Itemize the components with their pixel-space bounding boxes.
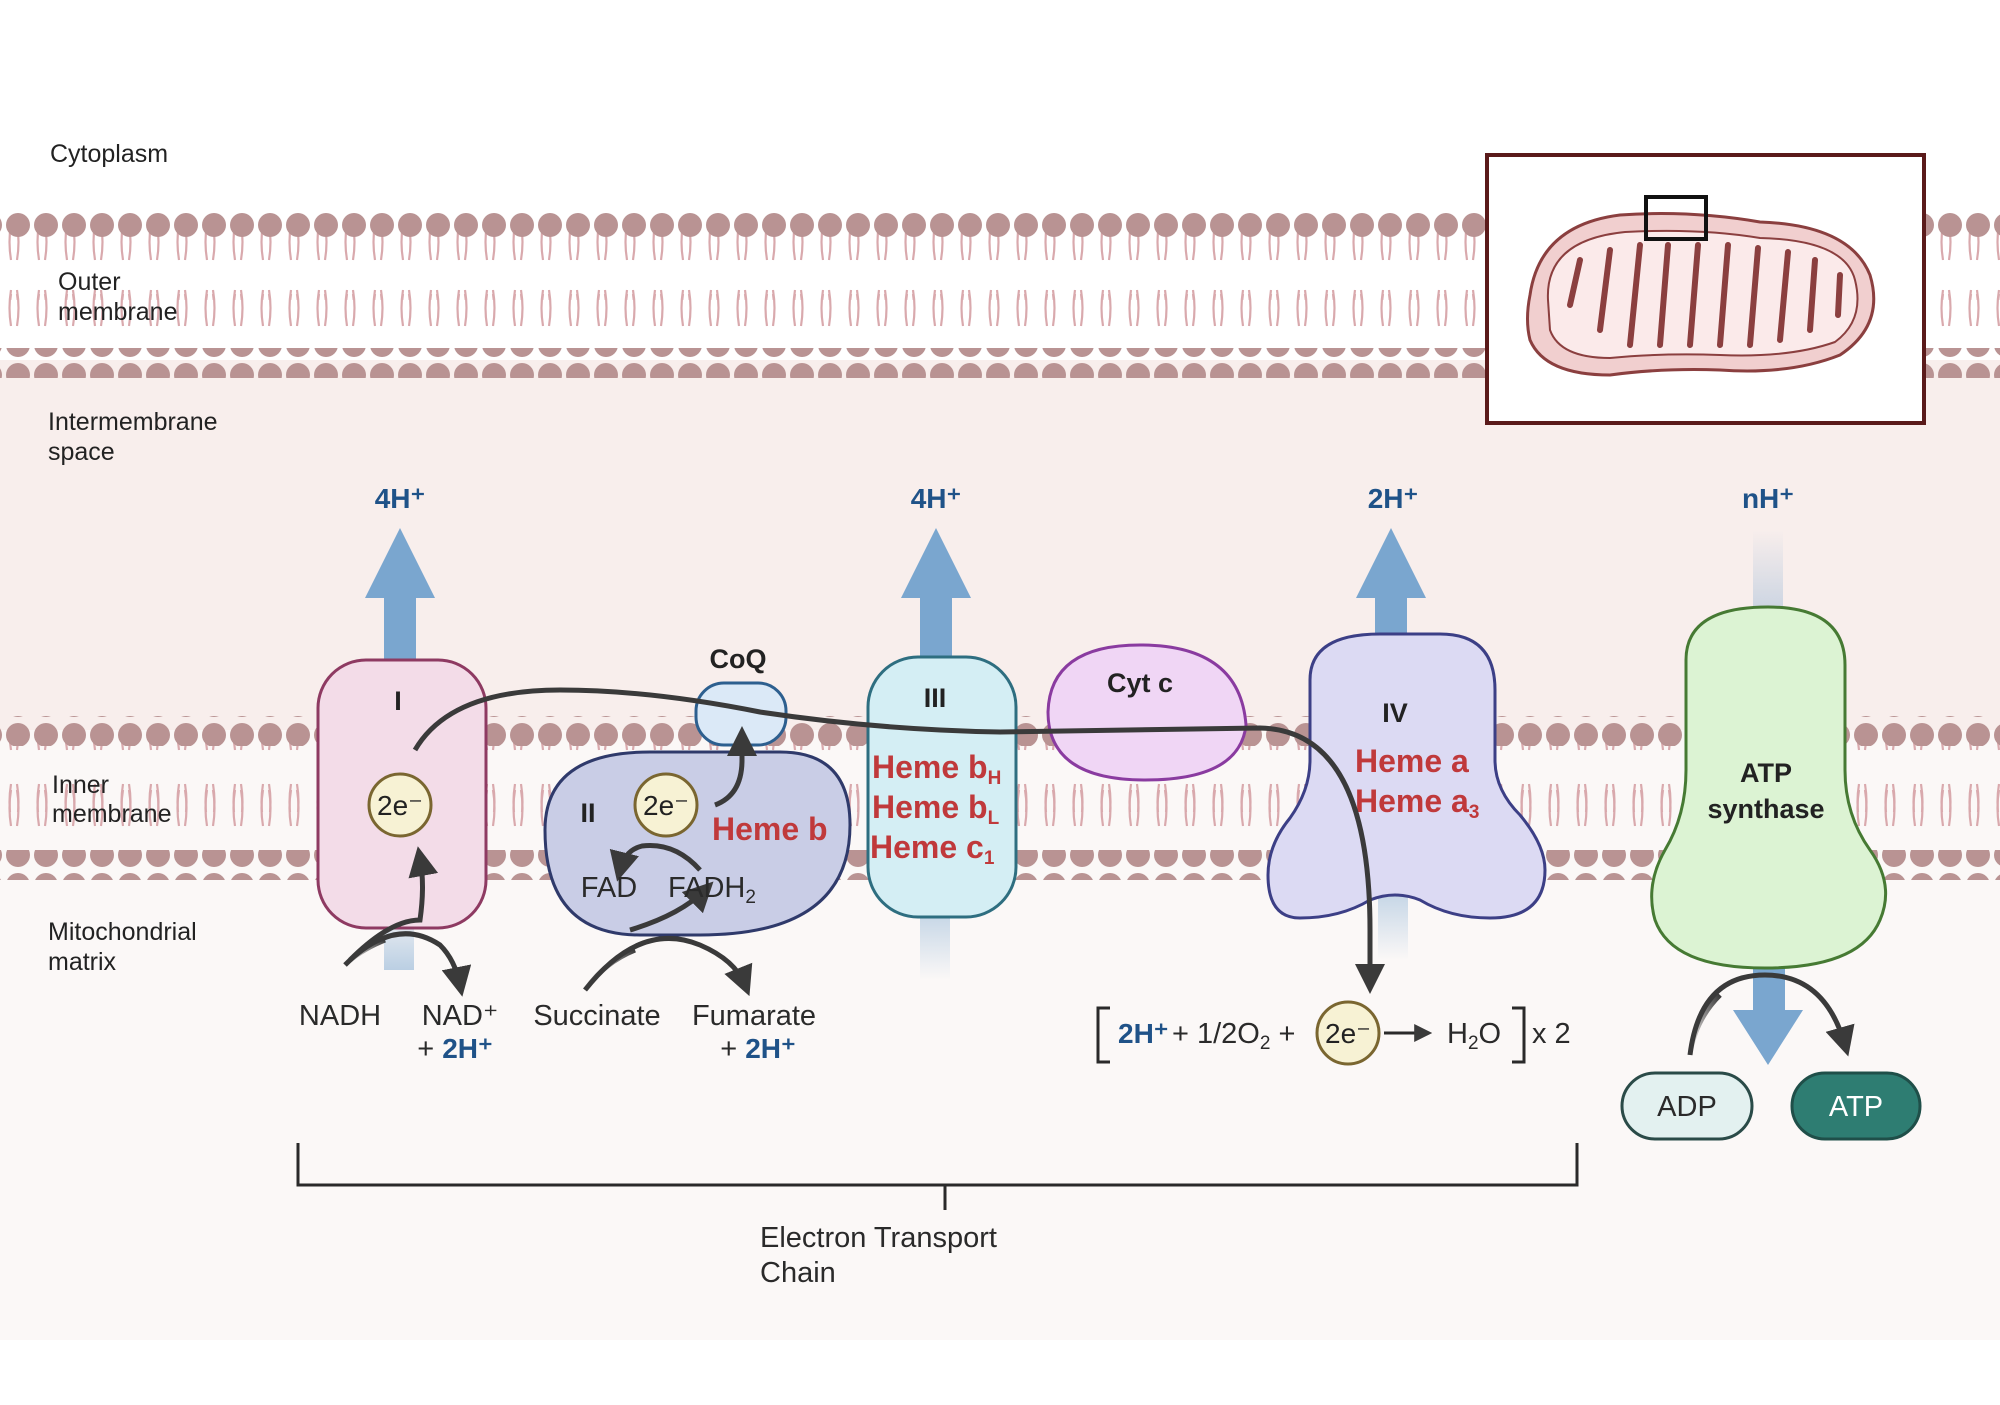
- fad-text: FAD: [581, 872, 637, 904]
- atp-pill: ATP: [1790, 1071, 1922, 1141]
- complex-3-heme-c1: Heme c1: [870, 829, 995, 869]
- water-eq-times-two: x 2: [1532, 1018, 1571, 1050]
- fumarate-text: Fumarate: [692, 1000, 816, 1032]
- cytoplasm-label: Cytoplasm: [50, 140, 168, 168]
- electron-path: [412, 687, 1385, 994]
- outer-membrane-label-line1: Outer: [58, 268, 121, 296]
- complex-3-label: III: [924, 683, 947, 713]
- intermembrane-label-line2: space: [48, 438, 115, 466]
- fadh2-to-fad-arrow: [609, 843, 702, 882]
- svg-text:2e⁻: 2e⁻: [377, 790, 423, 821]
- complex-4-heme-a3: Heme a3: [1355, 783, 1479, 823]
- water-eq-protons: 2H⁺: [1118, 1018, 1169, 1049]
- mitochondrion-inset: [1485, 153, 1926, 425]
- matrix-label-line1: Mitochondrial: [48, 918, 197, 946]
- cytochrome-c: Cyt c: [1046, 643, 1248, 782]
- electron-water-eq: 2e⁻: [1315, 1000, 1381, 1066]
- complex-4-heme-a: Heme a: [1355, 743, 1469, 779]
- proton-arrow-complex3: [901, 528, 971, 980]
- complex-2-label: II: [580, 798, 595, 828]
- svg-text:2e⁻: 2e⁻: [1325, 1018, 1371, 1049]
- adp-to-atp-arrow: [1687, 972, 1855, 1057]
- complex-3-heme-bl: Heme bL: [872, 789, 1000, 829]
- svg-text:ADP: ADP: [1657, 1091, 1717, 1123]
- water-eq-h2o: H2O: [1447, 1018, 1501, 1054]
- complex-2: II Heme b: [543, 750, 852, 937]
- matrix-label-line2: matrix: [48, 948, 117, 976]
- fad-to-fadh2-arrow: [629, 881, 714, 933]
- complex-4-label: IV: [1382, 698, 1408, 728]
- complex-3-heme-bh: Heme bH: [872, 749, 1001, 789]
- etc-label-line1: Electron Transport: [760, 1222, 997, 1254]
- inner-membrane-label-line1: Inner: [52, 771, 109, 799]
- cytochrome-c-label: Cyt c: [1107, 668, 1173, 698]
- electron-to-coq-arrow: [714, 726, 757, 808]
- inset-zoom-box: [1644, 195, 1708, 241]
- adp-pill: ADP: [1620, 1071, 1754, 1141]
- complex-2-heme: Heme b: [712, 811, 828, 847]
- proton-arrow-complex4: [1356, 528, 1426, 960]
- coq-label: CoQ: [710, 644, 767, 674]
- fumarate-protons-text: + 2H⁺: [720, 1033, 796, 1065]
- fadh2-text: FADH2: [668, 872, 756, 908]
- proton-arrow-atp-synthase: [1733, 530, 1803, 1065]
- etc-bracket: [296, 1143, 1579, 1210]
- water-eq-oxygen: + 1/2O2 +: [1172, 1018, 1295, 1054]
- svg-text:ATP: ATP: [1829, 1091, 1883, 1123]
- complex-3: III Heme bH Heme bL Heme c1: [866, 655, 1018, 919]
- inner-membrane-label-line2: membrane: [52, 800, 172, 828]
- electron-complex1: 2e⁻: [367, 772, 433, 838]
- nadh-text: NADH: [299, 1000, 381, 1032]
- etc-label-line2: Chain: [760, 1257, 836, 1289]
- atp-synthase: ATP synthase: [1650, 605, 1888, 970]
- complex-4: IV Heme a Heme a3: [1266, 632, 1547, 920]
- water-equation: 2H⁺ + 1/2O2 + H2O x 2: [1096, 1006, 1571, 1064]
- atp-synthase-label-line1: ATP: [1740, 758, 1792, 788]
- proton-label-complex4: 2H⁺: [1368, 483, 1419, 514]
- nad-protons-text: + 2H⁺: [417, 1033, 493, 1065]
- complex-1-label: I: [394, 686, 402, 716]
- atp-synthase-label-line2: synthase: [1707, 794, 1824, 824]
- intermembrane-label-line1: Intermembrane: [48, 408, 218, 436]
- outer-membrane-label-line2: membrane: [58, 298, 178, 326]
- electron-complex2: 2e⁻: [633, 772, 699, 838]
- succinate-text: Succinate: [533, 1000, 660, 1032]
- nad-text: NAD⁺: [422, 1000, 499, 1032]
- svg-text:2e⁻: 2e⁻: [643, 790, 689, 821]
- proton-label-atp-synthase: nH⁺: [1742, 483, 1794, 514]
- proton-label-complex1: 4H⁺: [375, 483, 426, 514]
- proton-label-complex3: 4H⁺: [911, 483, 962, 514]
